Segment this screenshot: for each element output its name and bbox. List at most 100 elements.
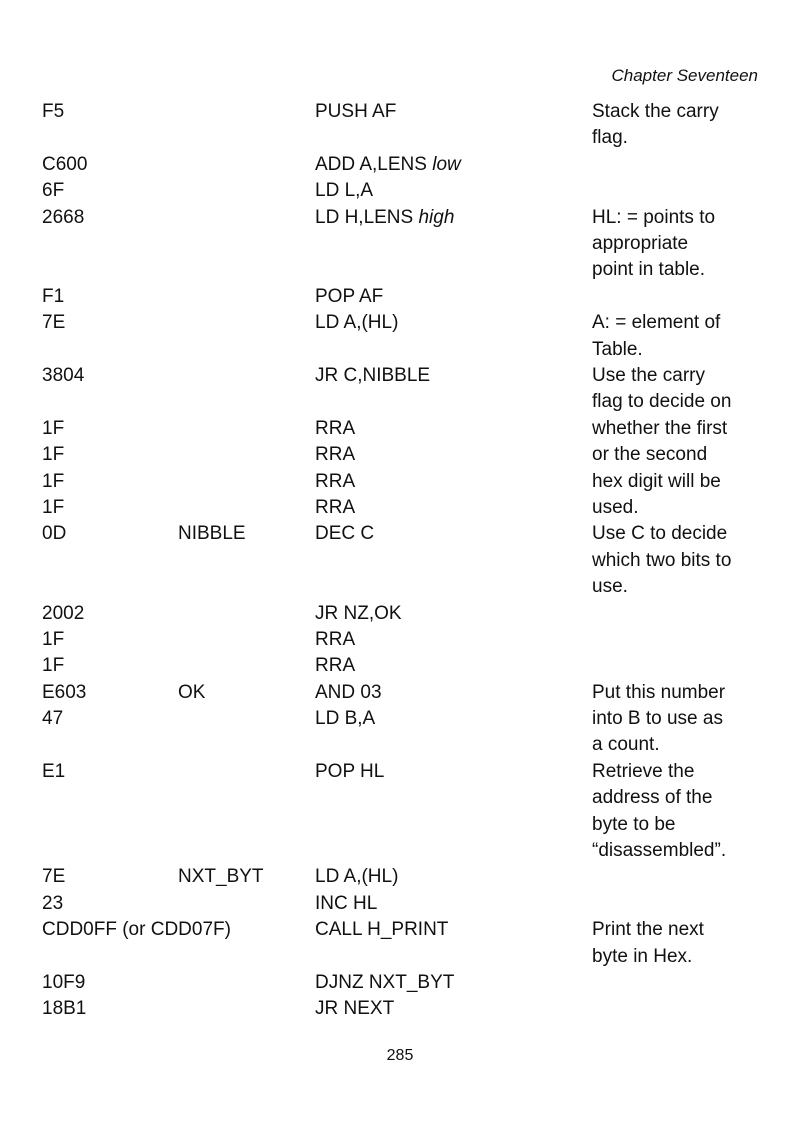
instruction: PUSH AF	[315, 99, 396, 125]
instruction-text: RRA	[315, 628, 356, 650]
comment-line: which two bits to	[592, 549, 732, 571]
comment: Put this number	[592, 680, 725, 706]
hex-code: C600	[42, 153, 88, 175]
instruction: POP HL	[315, 759, 384, 785]
comment-line: Print the next	[592, 919, 704, 941]
instruction: RRA	[315, 495, 355, 521]
hex-code: F5	[42, 101, 65, 122]
hex-code: 1F	[42, 655, 65, 677]
instruction-text: LD H,LENS	[315, 206, 419, 228]
hex-code: 1F	[42, 470, 65, 492]
instruction: LD L,A	[315, 178, 373, 204]
comment-line: point in table.	[592, 259, 706, 281]
comment-line: byte to be	[592, 813, 676, 835]
instruction-text: PUSH AF	[315, 101, 397, 122]
comment-line: flag to decide on	[592, 391, 732, 413]
instruction: RRA	[315, 469, 355, 495]
instruction: RRA	[315, 653, 355, 679]
comment-line: used.	[592, 496, 639, 518]
hex-code: 1F	[42, 628, 65, 650]
instruction-text: RRA	[315, 417, 356, 439]
comment-line: A: = element of	[592, 312, 721, 334]
comment-line: a count.	[592, 734, 660, 756]
instruction: CALL H_PRINT	[315, 917, 448, 943]
instruction-text: DEC C	[315, 523, 375, 545]
listing-row: 1F RRA	[0, 627, 800, 653]
comment-line: byte in Hex.	[592, 945, 693, 967]
instruction-text: CALL H_PRINT	[315, 919, 449, 941]
instruction-text: RRA	[315, 496, 356, 518]
instruction: RRA	[315, 627, 355, 653]
comment: Print the next byte in Hex.	[592, 917, 704, 970]
comment-line: hex digit will be	[592, 470, 721, 492]
instruction: DEC C	[315, 521, 374, 547]
instruction-text: POP AF	[315, 285, 384, 307]
listing-row: 2002 JR NZ,OK	[0, 601, 800, 627]
comment-line: into B to use as	[592, 708, 723, 730]
listing-row: 1F RRA hex digit will be	[0, 469, 800, 495]
comment-line: Retrieve the	[592, 760, 695, 782]
instruction-text: DJNZ NXT_BYT	[315, 972, 455, 994]
instruction-text: RRA	[315, 444, 356, 466]
instruction: LD H,LENS high	[315, 205, 454, 231]
instruction: AND 03	[315, 680, 382, 706]
comment: hex digit will be	[592, 469, 721, 495]
instruction-text: LD A,(HL)	[315, 312, 399, 334]
hex-code: 0D	[42, 523, 67, 545]
comment-line: Table.	[592, 338, 643, 360]
instruction-text: INC HL	[315, 892, 378, 914]
hex-code: 2002	[42, 602, 85, 624]
chapter-heading: Chapter Seventeen	[611, 66, 759, 85]
instruction: JR NZ,OK	[315, 601, 402, 627]
listing-row: F1 POP AF	[0, 284, 800, 310]
instruction-text: LD B,A	[315, 708, 376, 730]
comment-line: Put this number	[592, 681, 726, 703]
instruction: ADD A,LENS low	[315, 152, 461, 178]
instruction: RRA	[315, 416, 355, 442]
instruction-text: LD L,A	[315, 180, 374, 202]
instruction-text: JR NEXT	[315, 998, 395, 1020]
instruction-text: AND 03	[315, 681, 382, 703]
asm-label: NXT_BYT	[178, 866, 264, 888]
instruction: POP AF	[315, 284, 383, 310]
hex-code: E603	[42, 681, 87, 703]
instruction-text: JR C,NIBBLE	[315, 364, 431, 386]
instruction-italic: high	[418, 206, 455, 228]
instruction: DJNZ NXT_BYT	[315, 970, 454, 996]
comment-line: Stack the carry	[592, 101, 719, 122]
instruction-italic: low	[432, 153, 461, 175]
hex-code: 6F	[42, 180, 65, 202]
hex-code: 23	[42, 892, 64, 914]
instruction-text: ADD A,LENS	[315, 153, 433, 175]
instruction: LD B,A	[315, 706, 375, 732]
comment-line: whether the first	[592, 417, 728, 439]
instruction: RRA	[315, 442, 355, 468]
listing-row: C600 ADD A,LENS low	[0, 152, 800, 178]
hex-code: 1F	[42, 444, 65, 466]
hex-code: 10F9	[42, 972, 86, 994]
hex-code: 1F	[42, 417, 65, 439]
comment: A: = element of Table.	[592, 310, 720, 363]
hex-code: 2668	[42, 206, 85, 228]
page-number: 285	[386, 1047, 414, 1064]
asm-label: NIBBLE	[178, 523, 246, 545]
hex-code: F1	[42, 285, 65, 307]
comment-line: appropriate	[592, 232, 689, 254]
hex-code: E1	[42, 760, 66, 782]
